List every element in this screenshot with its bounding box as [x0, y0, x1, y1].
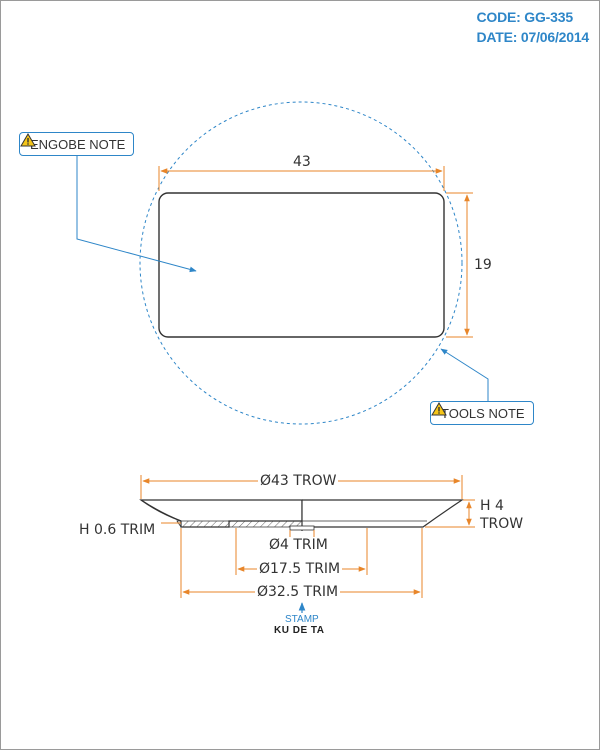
stamp-text: KU DE TA [274, 625, 325, 636]
height-4-label: H 4 [480, 498, 504, 514]
tools-note-label: TOOLS NOTE [441, 405, 525, 421]
plate-section-profile [139, 499, 464, 531]
engobe-note: ENGOBE NOTE [19, 132, 135, 156]
top-height-label: 19 [474, 257, 492, 273]
height-4-unit-label: TROW [480, 516, 524, 532]
title-block: CODE: GG-335 DATE: 07/06/2014 [477, 7, 590, 47]
height-dimension [446, 192, 473, 338]
top-width-label: 43 [291, 154, 313, 170]
tools-note: TOOLS NOTE [430, 401, 534, 425]
stamp-label: STAMP [285, 614, 319, 625]
center-diameter-label: Ø4 TRIM [267, 537, 330, 553]
width-dimension [158, 166, 445, 191]
tools-leader [440, 348, 489, 401]
trim-height-label: H 0.6 TRIM [79, 522, 156, 538]
drawing-code: CODE: GG-335 [476, 9, 574, 25]
drawing-date: DATE: 07/06/2014 [476, 29, 590, 45]
plate-top-outline [158, 192, 445, 338]
engobe-note-label: ENGOBE NOTE [30, 136, 126, 152]
outer-diameter-label: Ø43 TROW [258, 473, 339, 489]
tool-circle-outline [139, 101, 463, 425]
inner-diameter-label: Ø17.5 TRIM [257, 561, 343, 577]
height-4-dimension [425, 499, 475, 528]
foot-diameter-label: Ø32.5 TRIM [255, 584, 341, 600]
engobe-leader [76, 156, 197, 273]
